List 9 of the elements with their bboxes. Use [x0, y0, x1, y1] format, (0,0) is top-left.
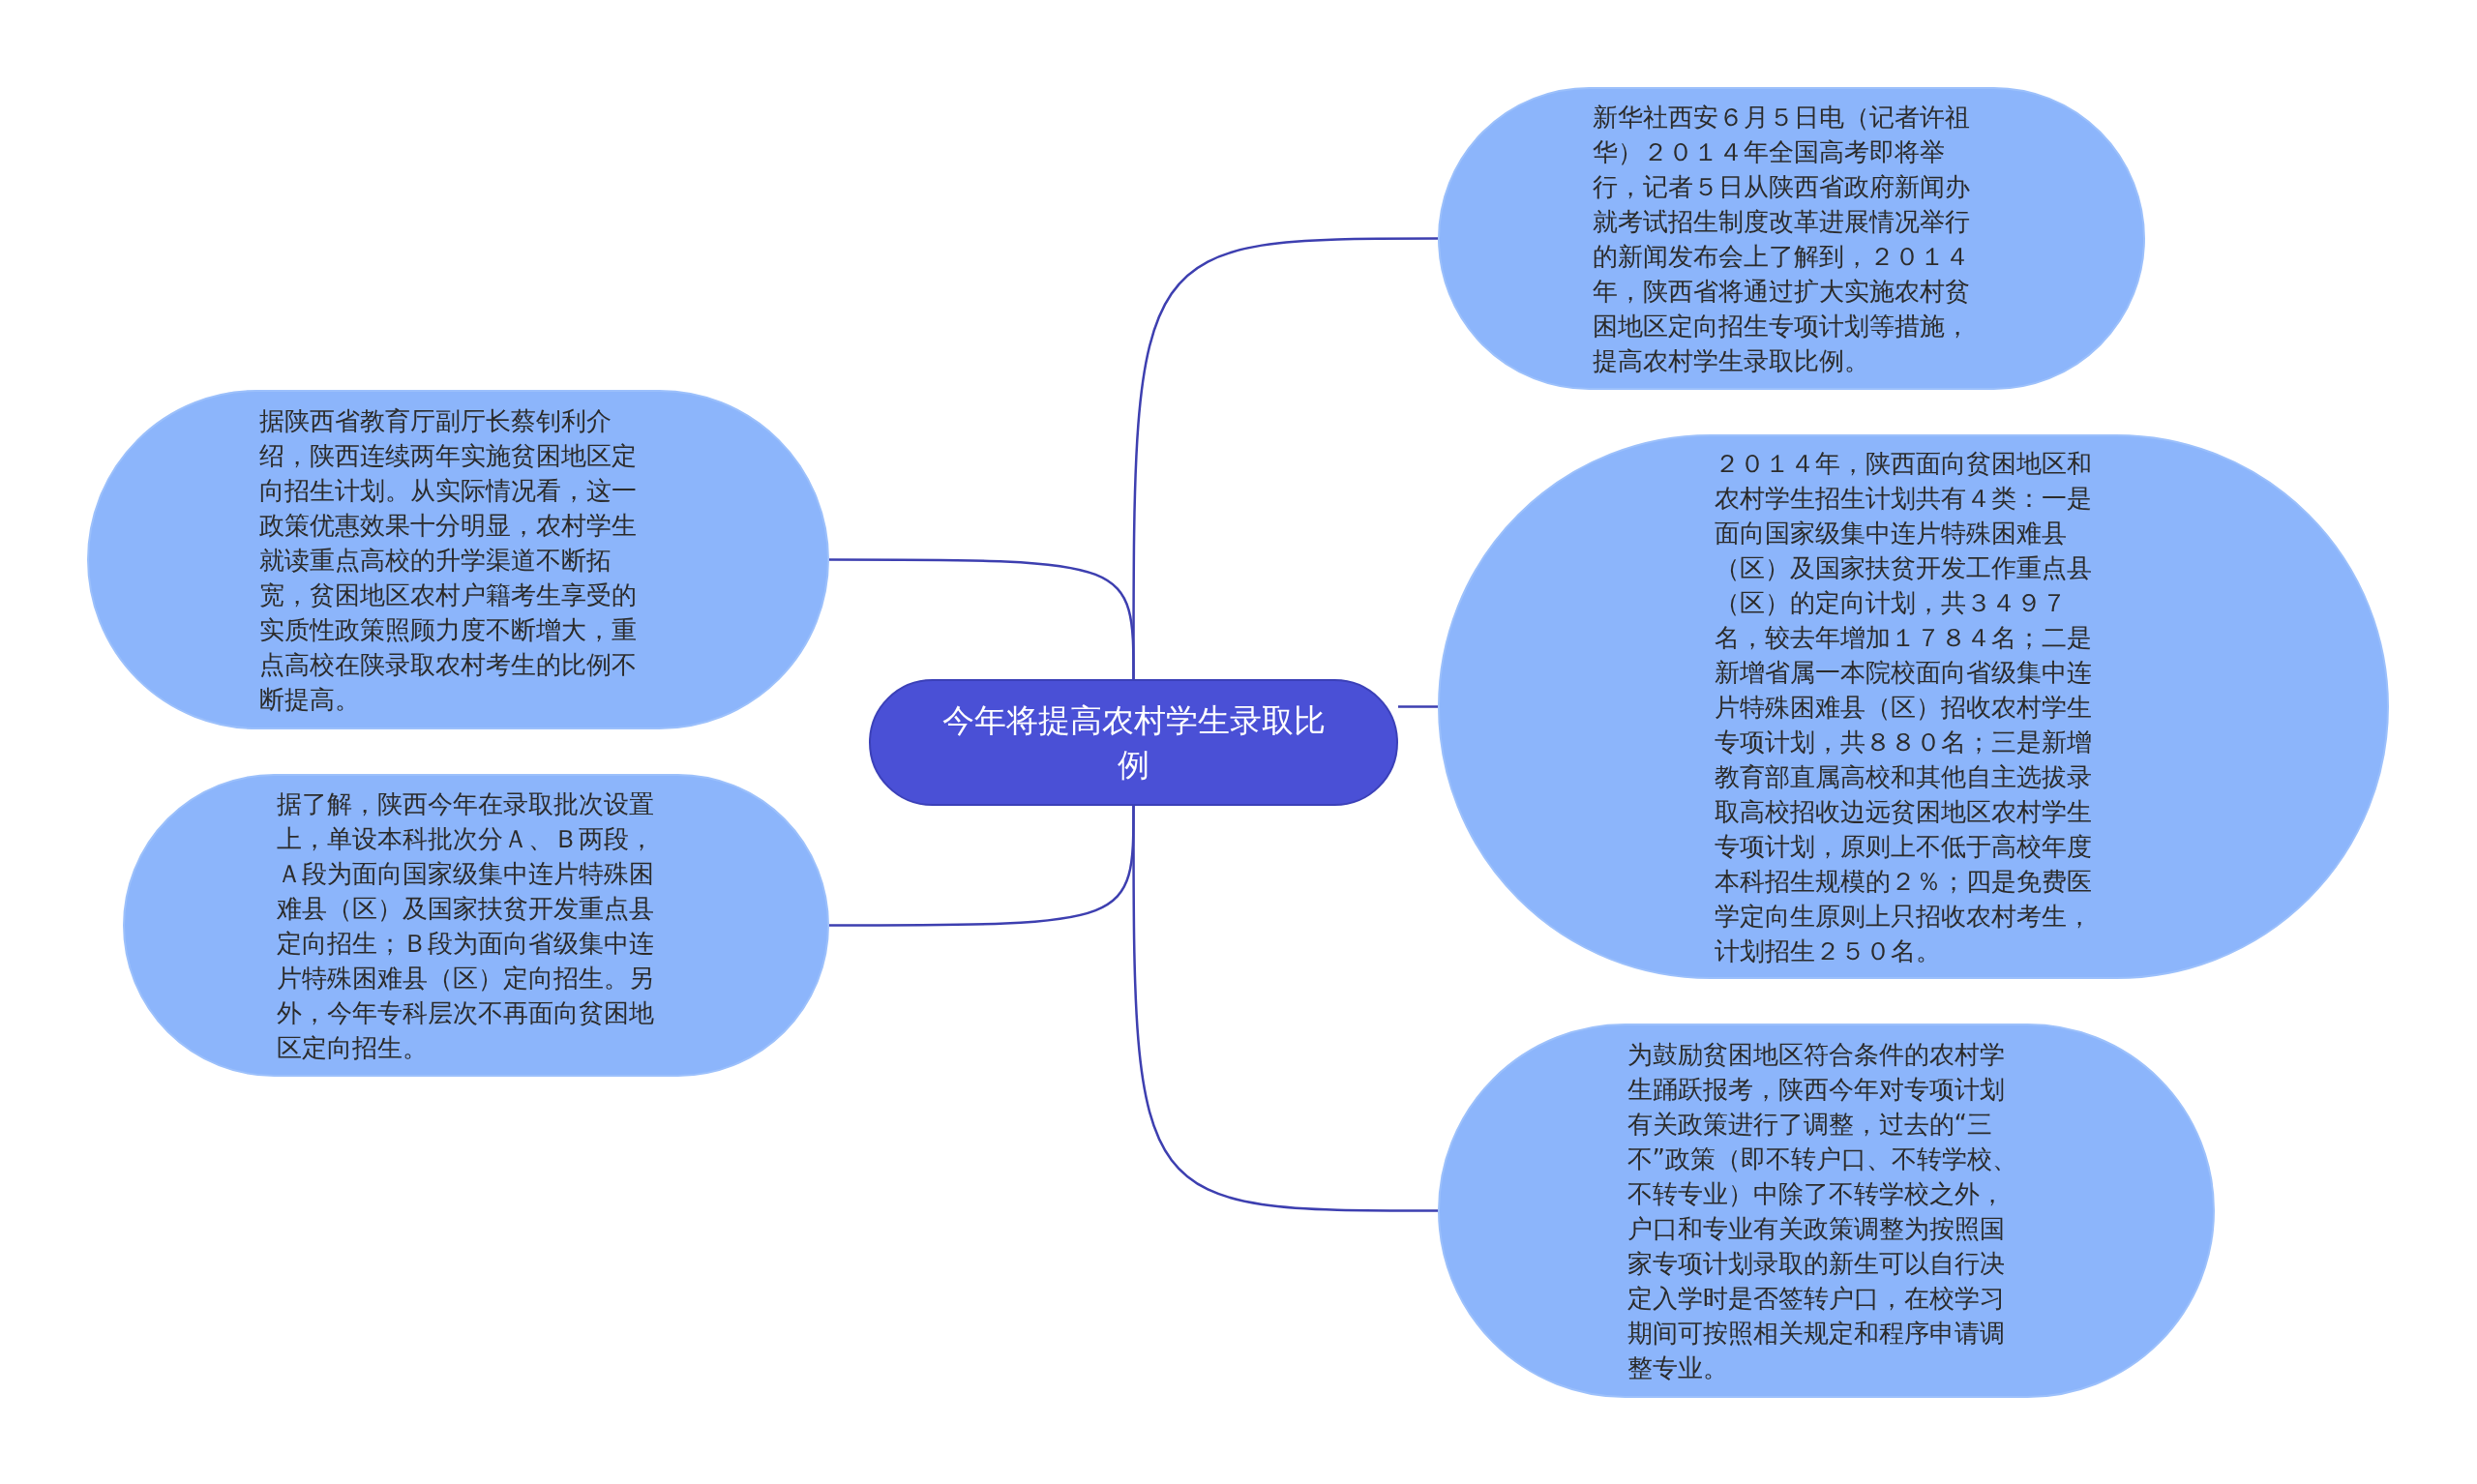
note-text: 据陕西省教育厅副厅长蔡钊利介绍，陕西连续两年实施贫困地区定向招生计划。从实际情况看，这一政策优惠效果十分明显，农村学生就读重点高校的升学渠道不断拓宽，贫困地区农村户籍考生享受的实质性政策照顾力度不断增大，重点高校在陕录取农村考生的比例不断提高。 — [258, 404, 638, 716]
connector-line — [829, 558, 1135, 679]
note-text: ２０１４年，陕西面向贫困地区和农村学生招生计划共有４类：一是面向国家级集中连片特殊困难县（区）及国家扶贫开发工作重点县（区）的定向计划，共３４９７名，较去年增加１７８４名；二是新增省属一本院校面向省级集中连片特殊困难县（区）招收农村学生专项计划，共８８０名；三是新增教育部直属高校和其他自主选拔录取高校招收边远贫困地区农村学生专项计划，原则上不低于高校年度本科招生规模的２％；四是免费医学定向生原则上只招收农村考生，计划招生２５０名。 — [1714, 447, 2093, 967]
connector-line — [1398, 705, 1438, 708]
note-text: 新华社西安６月５日电（记者许祖华）２０１４年全国高考即将举行，记者５日从陕西省政府新闻办就考试招生制度改革进展情况举行的新闻发布会上了解到，２０１４年，陕西省将通过扩大实施农村贫困地区定向招生专项计划等措施，提高农村学生录取比例。 — [1592, 101, 1971, 377]
topic-text: 今年将提高农村学生录取比例 — [940, 699, 1327, 786]
note-text: 据了解，陕西今年在录取批次设置上，单设本科批次分Ａ、Ｂ两段，Ａ段为面向国家级集中连片特殊困难县（区）及国家扶贫开发重点县定向招生；Ｂ段为面向省级集中连片特殊困难县（区）定向招生。另外，今年专科层次不再面向贫困地区定向招生。 — [277, 787, 655, 1064]
note-text: 为鼓励贫困地区符合条件的农村学生踊跃报考，陕西今年对专项计划有关政策进行了调整，过去的“三不”政策（即不转户口、不转学校、不转专业）中除了不转学校之外，户口和专业有关政策调整为按照国家专项计划录取的新生可以自行决定入学时是否签转户口，在校学习期间可按照相关规定和程序申请调整专业。 — [1626, 1038, 2018, 1384]
connector-line — [829, 806, 1135, 927]
